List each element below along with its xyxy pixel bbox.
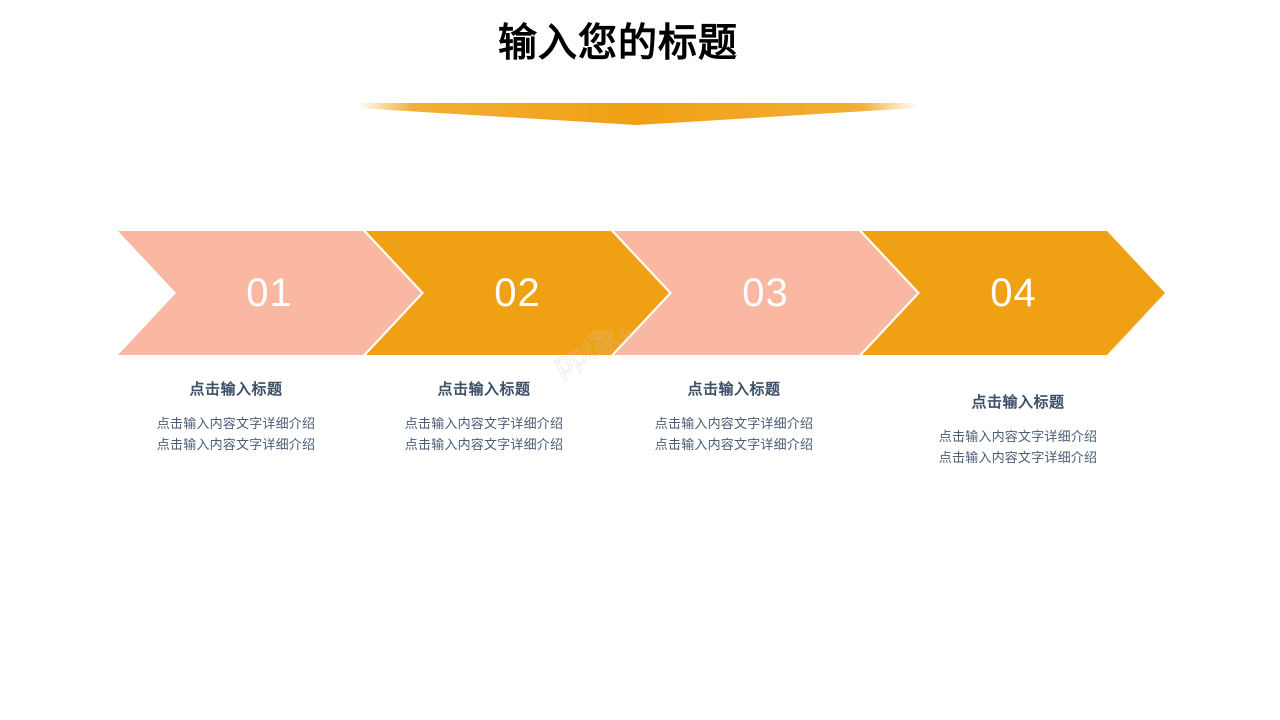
chevron-step-4[interactable] [862, 231, 1165, 355]
process-chevron-row: 01 02 03 04 [0, 231, 1280, 355]
orange-triangle-banner-icon [357, 103, 917, 125]
chevron-step-3[interactable] [614, 231, 917, 355]
step-text-column-2: 点击输入标题 点击输入内容文字详细介绍 点击输入内容文字详细介绍 [354, 381, 614, 455]
title-underline-banner [357, 99, 917, 125]
step-text-column-3: 点击输入标题 点击输入内容文字详细介绍 点击输入内容文字详细介绍 [604, 381, 864, 455]
chevron-shape-icon [614, 231, 917, 355]
chevron-shape-icon [118, 231, 421, 355]
step-body-line-4b: 点击输入内容文字详细介绍 [938, 450, 1098, 466]
step-heading-2: 点击输入标题 [437, 381, 531, 398]
chevron-shape-icon [366, 231, 669, 355]
step-body-line-4a: 点击输入内容文字详细介绍 [938, 429, 1098, 444]
step-heading-4: 点击输入标题 [971, 394, 1065, 411]
step-body-line-3a: 点击输入内容文字详细介绍 [654, 416, 814, 431]
step-body-line-3b: 点击输入内容文字详细介绍 [654, 437, 814, 453]
chevron-step-2[interactable] [366, 231, 669, 355]
step-body-line-2b: 点击输入内容文字详细介绍 [404, 437, 564, 453]
step-body-line-1b: 点击输入内容文字详细介绍 [156, 437, 316, 453]
chevron-shape-icon [862, 231, 1165, 355]
chevron-step-1[interactable] [118, 231, 421, 355]
step-text-column-4: 点击输入标题 点击输入内容文字详细介绍 点击输入内容文字详细介绍 [888, 394, 1148, 468]
step-heading-3: 点击输入标题 [687, 381, 781, 398]
page-title: 输入您的标题 [497, 22, 738, 65]
step-text-column-1: 点击输入标题 点击输入内容文字详细介绍 点击输入内容文字详细介绍 [106, 381, 366, 455]
step-body-line-1a: 点击输入内容文字详细介绍 [156, 416, 316, 431]
step-heading-1: 点击输入标题 [189, 381, 283, 398]
step-body-line-2a: 点击输入内容文字详细介绍 [404, 416, 564, 431]
